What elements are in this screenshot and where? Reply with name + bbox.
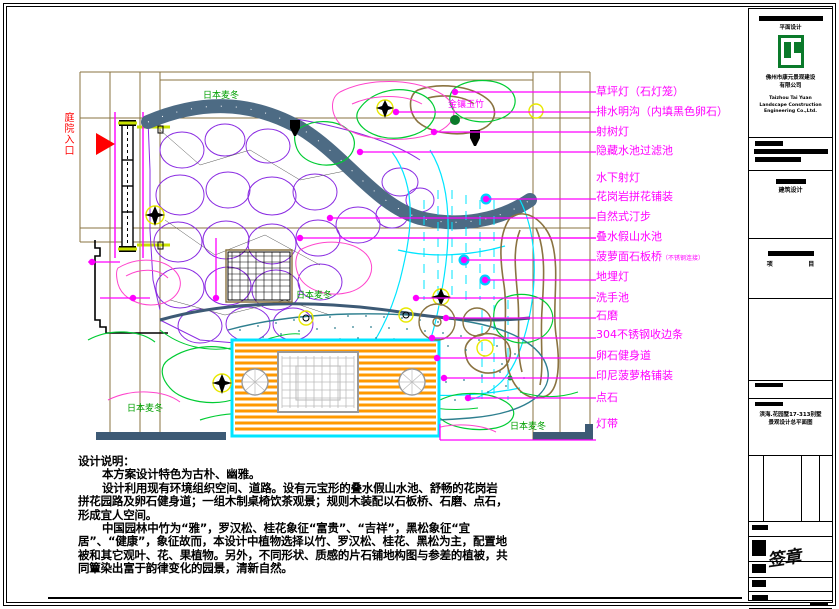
tb-project-title-2: 景观设计总平面图	[768, 420, 813, 426]
tb-field-a-bar	[755, 383, 783, 387]
tb-project-title-1: 滨海.花园墅17-313别墅	[759, 412, 822, 418]
callout-underwater-light: 水下射灯	[596, 171, 640, 184]
building-footprint	[94, 240, 168, 334]
drainage-band	[96, 302, 593, 440]
notes-paragraph-3: 中国园林中竹为“雅”，罗汉松、桂花象征“富贵”、“吉祥”，黑松象征“宜居”、“健…	[78, 521, 508, 576]
tree-uplight-marker	[145, 100, 451, 394]
tb-company-cn-2: 有限公司	[779, 83, 802, 89]
tb-discipline: 平面设计	[779, 25, 802, 31]
paving-joint-lines	[159, 129, 351, 316]
tb-rev-bar-3	[755, 157, 801, 162]
tb-company-en-2: Landscape Construction	[759, 102, 822, 108]
callout-merbau-decking: 印尼菠萝格铺装	[596, 369, 673, 382]
callout-pebble-fitness-path: 卵石健身道	[596, 349, 651, 362]
callout-stainless-edging: 304不锈钢收边条	[596, 328, 683, 341]
callout-drainage-ditch: 排水明沟（内填黑色卵石）	[596, 105, 728, 118]
tb-rev-bar-2	[754, 149, 828, 154]
tb-company-en-1: Taizhou Tai Yuan	[769, 96, 812, 101]
lantern-symbol	[290, 120, 480, 146]
plant-label-nihon-mcdong-1: 日本麦冬	[203, 91, 240, 101]
tb-dual-right: 目	[808, 261, 815, 268]
rock-cluster-hatched	[225, 249, 293, 303]
water-stream-channel	[141, 99, 537, 230]
entrance-label: 庭院入口	[62, 112, 73, 156]
tb-approval-rule	[767, 251, 814, 256]
tb-blank-cell	[749, 299, 832, 381]
entrance-arrow-icon	[96, 133, 115, 155]
tb-design-cell: 建筑设计	[749, 179, 832, 239]
plant-label-jinxiangyuzhu: 金镶玉竹	[448, 100, 485, 110]
left-boundary-markers	[88, 261, 150, 299]
notes-paragraph-2: 设计利用现有环境组织空间、道路。设有元宝形的叠水假山水池、舒畅的花岗岩拼花园路及…	[78, 480, 508, 522]
millstone-features	[418, 303, 492, 341]
tb-dual-labels: 项 目	[749, 259, 832, 268]
callout-accent-stone: 点石	[596, 391, 618, 404]
tb-sig-row-3	[749, 580, 832, 592]
tb-design-rule	[775, 179, 806, 184]
tb-company-cn-1: 佛州市康元景观建设	[765, 75, 816, 81]
tb-project-bar	[755, 402, 783, 406]
callout-lawn-light: 草坪灯（石灯笼）	[596, 85, 684, 98]
tb-stamp-row: 签章	[749, 540, 832, 571]
tb-field-a	[749, 383, 832, 399]
callout-wash-basin: 洗手池	[596, 291, 629, 304]
callout-inground-light: 地埋灯	[596, 270, 629, 283]
tb-project-title-cell: 滨海.花园墅17-313别墅 景观设计总平面图	[749, 402, 832, 456]
tb-sig-row-1	[749, 525, 832, 537]
tb-dual-left: 项	[766, 261, 773, 268]
callout-node-dots	[88, 88, 490, 402]
callout-tree-uplight: 射树灯	[596, 125, 629, 138]
plant-label-nihon-mcdong-2: 日本麦冬	[296, 291, 333, 301]
timber-deck	[230, 338, 441, 438]
callout-granite-pattern-pave: 花岗岩拼花铺装	[596, 190, 673, 203]
callout-stone-slab-bridge: 菠萝面石板桥（不锈钢连接）	[596, 250, 705, 263]
tb-company-en-3: Engineering Co.,Ltd.	[764, 109, 817, 114]
callout-leader-lines	[215, 91, 596, 441]
callout-hidden-filter-pool: 隐藏水池过滤池	[596, 144, 673, 157]
design-notes-block: 设计说明： 本方案设计特色为古朴、幽雅。 设计利用现有环境组织空间、道路。设有元…	[78, 454, 508, 576]
tb-revision-cell	[749, 141, 832, 171]
notes-paragraph-1: 本方案设计特色为古朴、幽雅。	[102, 467, 261, 482]
tb-top-rule	[758, 16, 823, 21]
tb-columns-cell	[749, 456, 832, 522]
tb-approval-cell: 项 目	[749, 251, 832, 299]
title-block: 平面设计 佛州市康元景观建设 有限公司 Taizhou Tai Yuan Lan…	[748, 8, 833, 609]
notes-divider	[48, 597, 742, 599]
tb-rev-bar-1	[755, 141, 783, 146]
company-logo	[749, 32, 832, 74]
callout-light-strip: 灯带	[596, 417, 618, 430]
lawn-hatch	[423, 190, 509, 400]
groundcover-magenta	[107, 81, 497, 433]
plant-label-nihon-mcdong-3: 日本麦冬	[127, 404, 164, 414]
sheet-outer-border	[3, 3, 836, 606]
tb-company-cell: 平面设计 佛州市康元景观建设 有限公司 Taizhou Tai Yuan Lan…	[749, 16, 832, 138]
tb-section-label: 建筑设计	[778, 187, 803, 194]
callout-natural-stepping: 自然式汀步	[596, 210, 651, 223]
callout-millstone: 石磨	[596, 309, 618, 322]
entrance-gate-symbol	[114, 112, 170, 258]
notes-heading: 设计说明：	[78, 454, 135, 468]
plant-label-nihon-mcdong-4: 日本麦冬	[510, 422, 547, 432]
callout-cascade-rockery-pool: 叠水假山水池	[596, 230, 662, 243]
tb-sig-row-4	[749, 595, 832, 609]
tb-sig-row-2	[749, 564, 832, 578]
